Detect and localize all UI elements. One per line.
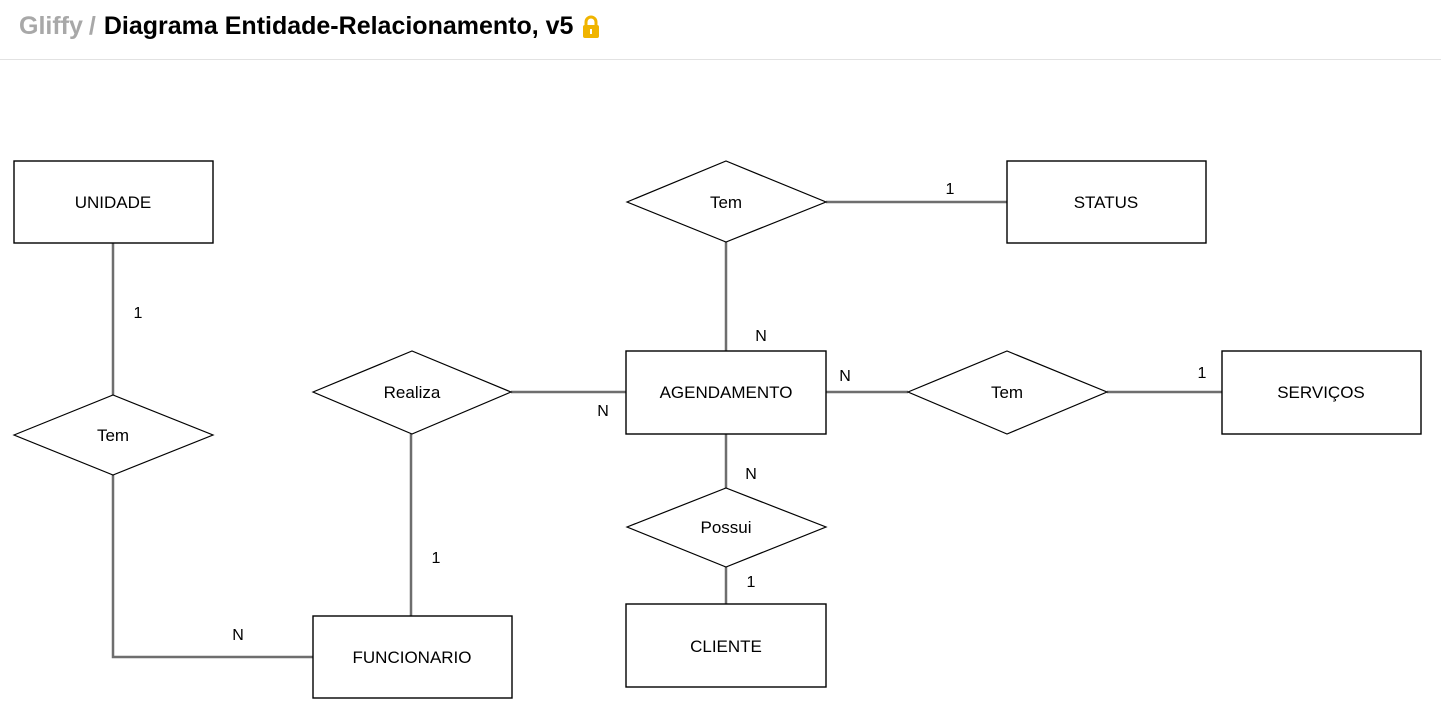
breadcrumb: Gliffy / Diagrama Entidade-Relacionament…: [19, 12, 601, 41]
entity-servicos[interactable]: SERVIÇOS: [1221, 350, 1422, 435]
cardinality-possui-cliente: 1: [747, 574, 756, 591]
page-title: Diagrama Entidade-Relacionamento, v5: [103, 12, 574, 40]
entity-agendamento[interactable]: AGENDAMENTO: [625, 350, 827, 435]
relationship-tem-status-label: Tem: [710, 193, 742, 212]
entity-status-label: STATUS: [1074, 193, 1139, 212]
connector-tem-funcionario: [111, 475, 313, 659]
cardinality-tem-funcionario: N: [232, 627, 244, 644]
entity-unidade[interactable]: UNIDADE: [13, 160, 214, 244]
cardinality-tem-agendamento: N: [755, 328, 767, 345]
cardinality-agendamento-tem-servicos: N: [839, 368, 851, 385]
entity-servicos-label: SERVIÇOS: [1277, 383, 1365, 402]
relationship-tem-servicos-label: Tem: [991, 383, 1023, 402]
relationship-realiza[interactable]: Realiza: [311, 350, 513, 435]
cardinality-unidade-tem: 1: [134, 305, 143, 322]
entity-unidade-label: UNIDADE: [75, 193, 152, 212]
cardinality-agendamento-possui: N: [745, 466, 757, 483]
relationship-possui[interactable]: Possui: [625, 487, 828, 568]
relationship-tem-unidade[interactable]: Tem: [12, 394, 215, 476]
relationship-possui-label: Possui: [700, 518, 751, 537]
breadcrumb-separator: /: [88, 12, 96, 40]
cardinality-realiza-funcionario: 1: [432, 550, 441, 567]
page-header: Gliffy / Diagrama Entidade-Relacionament…: [0, 0, 1441, 60]
cardinality-status-tem: 1: [946, 181, 955, 198]
entity-funcionario-label: FUNCIONARIO: [353, 648, 472, 667]
entity-cliente-label: CLIENTE: [690, 637, 762, 656]
relationship-realiza-label: Realiza: [384, 383, 441, 402]
relationship-tem-servicos[interactable]: Tem: [906, 350, 1109, 435]
entity-cliente[interactable]: CLIENTE: [625, 603, 827, 688]
relationship-tem-status[interactable]: Tem: [625, 160, 828, 243]
lock-icon: [581, 15, 601, 39]
entity-funcionario[interactable]: FUNCIONARIO: [312, 615, 513, 699]
breadcrumb-app-link[interactable]: Gliffy: [19, 12, 83, 40]
entity-status[interactable]: STATUS: [1006, 160, 1207, 244]
cardinality-realiza-agendamento: N: [597, 403, 609, 420]
entity-agendamento-label: AGENDAMENTO: [660, 383, 793, 402]
relationship-tem-unidade-label: Tem: [97, 426, 129, 445]
cardinality-servicos-tem: 1: [1198, 365, 1207, 382]
er-diagram-canvas[interactable]: UNIDADE STATUS AGENDAMENTO SERVIÇOS FUNC…: [0, 60, 1441, 722]
